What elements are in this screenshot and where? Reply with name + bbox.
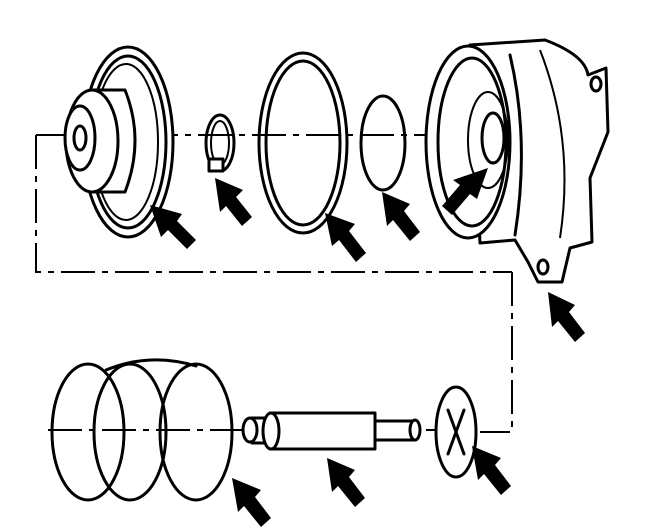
callout-arrow-snap-ring bbox=[215, 178, 252, 226]
callout-arrow-spring bbox=[232, 478, 271, 527]
callout-arrow-end-cap bbox=[472, 446, 511, 495]
left-connector-line bbox=[35, 135, 512, 273]
seal-ring-large bbox=[257, 51, 349, 235]
o-ring bbox=[359, 94, 407, 192]
callout-arrow-housing-base bbox=[548, 292, 585, 342]
snap-ring bbox=[204, 113, 236, 173]
callout-arrow-o-ring bbox=[382, 192, 420, 241]
callout-arrow-housing-bore bbox=[442, 168, 488, 215]
piston bbox=[63, 45, 175, 239]
right-connector-line bbox=[480, 272, 513, 433]
springs bbox=[50, 358, 234, 502]
callout-arrow-seal-ring bbox=[325, 213, 366, 262]
pin bbox=[241, 411, 422, 451]
callout-arrow-pin bbox=[327, 458, 365, 507]
end-cap bbox=[434, 385, 478, 479]
callout-arrow-piston bbox=[150, 205, 196, 249]
callout-arrows bbox=[150, 168, 585, 527]
housing bbox=[424, 38, 610, 284]
